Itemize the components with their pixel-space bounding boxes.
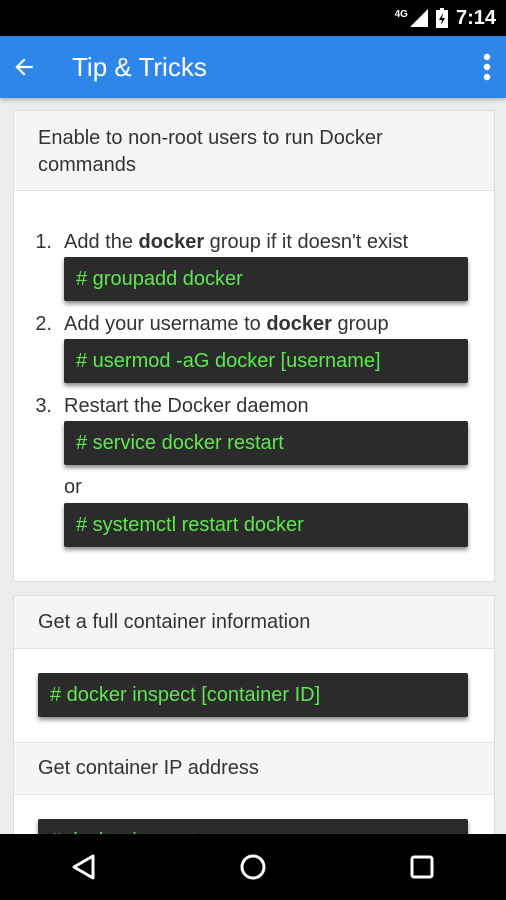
triangle-back-icon (72, 854, 95, 880)
circle-home-icon (240, 854, 266, 880)
command-block[interactable]: # groupadd docker (64, 257, 468, 301)
step-item: 1. Add the docker group if it doesn't ex… (14, 229, 494, 311)
step-number: 3. (35, 395, 52, 417)
network-type: 4G (394, 8, 408, 20)
back-button[interactable] (2, 45, 46, 89)
overflow-menu-button[interactable] (472, 45, 502, 89)
step-text: Add the docker group if it doesn't exist (64, 231, 409, 253)
step-item: 2. Add your username to docker group # u… (14, 311, 494, 393)
nav-home-button[interactable] (223, 837, 283, 897)
step-number: 1. (35, 231, 52, 253)
command-block[interactable]: # service docker restart (64, 421, 468, 465)
clock: 7:14 (455, 6, 496, 29)
signal-icon (409, 9, 428, 27)
command-block[interactable]: # systemctl restart docker (64, 503, 468, 547)
command-block[interactable]: # usermod -aG docker [username] (64, 339, 468, 383)
tip-card-non-root: Enable to non-root users to run Docker c… (13, 110, 495, 582)
more-vert-icon (483, 53, 491, 81)
step-item: 3. Restart the Docker daemon # service d… (14, 393, 494, 557)
card-title: Enable to non-root users to run Docker c… (14, 111, 494, 191)
step-text: Add your username to docker group (64, 313, 389, 335)
navigation-bar (0, 834, 506, 900)
battery-icon (435, 8, 448, 28)
nav-recents-button[interactable] (392, 837, 452, 897)
square-recents-icon (410, 855, 434, 879)
app-bar: Tip & Tricks (0, 36, 506, 98)
command-block[interactable]: # docker inspect (38, 819, 468, 834)
section-title: Get container IP address (14, 743, 494, 795)
tip-card-container-info: Get a full container information # docke… (13, 595, 495, 834)
nav-back-button[interactable] (54, 837, 114, 897)
command-block[interactable]: # docker inspect [container ID] (38, 673, 468, 717)
content-scroll[interactable]: Enable to non-root users to run Docker c… (0, 98, 506, 834)
step-text: Restart the Docker daemon (64, 395, 309, 417)
step-number: 2. (35, 313, 52, 335)
section-title: Get a full container information (14, 596, 494, 649)
status-bar: 4G 7:14 (0, 0, 506, 36)
page-title: Tip & Tricks (72, 51, 207, 82)
arrow-left-icon (15, 58, 33, 76)
or-label: or (64, 476, 82, 498)
